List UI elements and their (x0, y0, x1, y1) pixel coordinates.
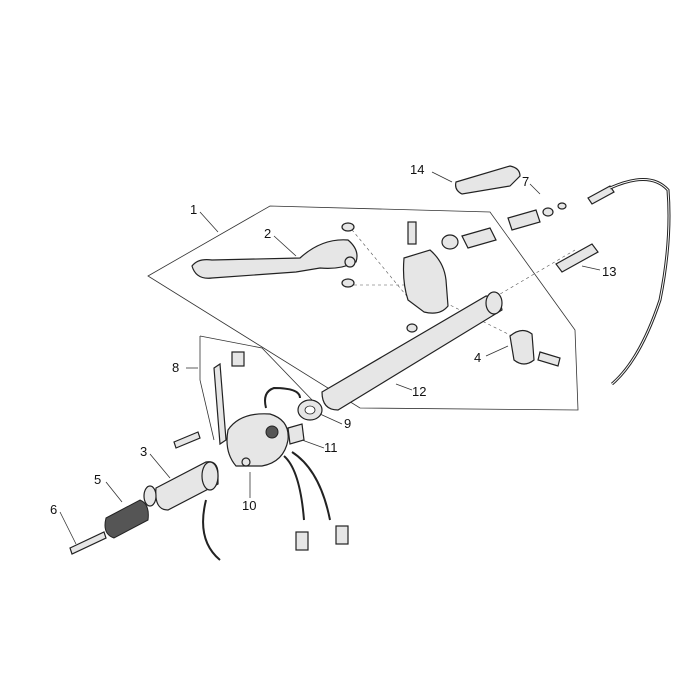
grip-screw (173, 431, 201, 449)
assembly-line (347, 224, 411, 301)
assembly-line (489, 249, 576, 301)
wire-harness (283, 455, 305, 521)
callout-13: 13 (602, 264, 616, 279)
rubber-boot (455, 165, 521, 195)
connector (295, 531, 309, 551)
cable-adjuster (507, 209, 541, 231)
switch-housing (226, 413, 289, 467)
connector (335, 525, 349, 545)
clamp (509, 329, 535, 365)
choke-cable-8 (213, 362, 227, 446)
switch-screw (241, 457, 251, 467)
callout-7: 7 (522, 174, 529, 189)
spacer (143, 485, 157, 507)
screw-6 (69, 531, 107, 555)
callout-11: 11 (324, 440, 338, 455)
washer (341, 222, 355, 232)
callout-2: 2 (264, 226, 271, 241)
clutch-lever (191, 239, 358, 279)
ring-9-hole (304, 405, 316, 415)
group-8-outline-top (199, 335, 315, 403)
callout-3: 3 (140, 444, 147, 459)
wire-harness (264, 386, 301, 409)
cable-end (587, 185, 615, 205)
switch-knob (265, 425, 279, 439)
callout-5: 5 (94, 472, 101, 487)
callout-6: 6 (50, 502, 57, 517)
callout-12: 12 (412, 384, 426, 399)
handlebar-end (485, 291, 503, 315)
clamp-bolt (537, 351, 561, 367)
perch-nut (406, 323, 418, 333)
adjuster-ring (557, 202, 567, 210)
group-8-outline (199, 336, 215, 441)
grip-lead (202, 499, 221, 561)
adjuster-nut (441, 234, 459, 250)
group-1-outline (147, 205, 579, 411)
washer (341, 278, 355, 288)
callout-10: 10 (242, 498, 256, 513)
leader-lines (59, 171, 601, 545)
callout-14: 14 (410, 162, 424, 177)
callout-4: 4 (474, 350, 481, 365)
clutch-cable-inner (609, 179, 670, 385)
perch-bolt (407, 221, 417, 245)
bar-end-weight (104, 499, 149, 539)
lever-pivot (344, 256, 356, 268)
adjuster-spring (542, 207, 554, 217)
clutch-cable (609, 178, 671, 386)
lever-perch (402, 249, 449, 314)
adjuster-barrel (461, 227, 497, 249)
clip-11 (287, 423, 305, 445)
wire-harness (291, 451, 331, 521)
callout-1: 1 (190, 202, 197, 217)
callout-8: 8 (172, 360, 179, 375)
choke-fitting (231, 351, 245, 367)
grip-flange (201, 461, 219, 491)
callout-9: 9 (344, 416, 351, 431)
bolt-13 (555, 243, 599, 273)
